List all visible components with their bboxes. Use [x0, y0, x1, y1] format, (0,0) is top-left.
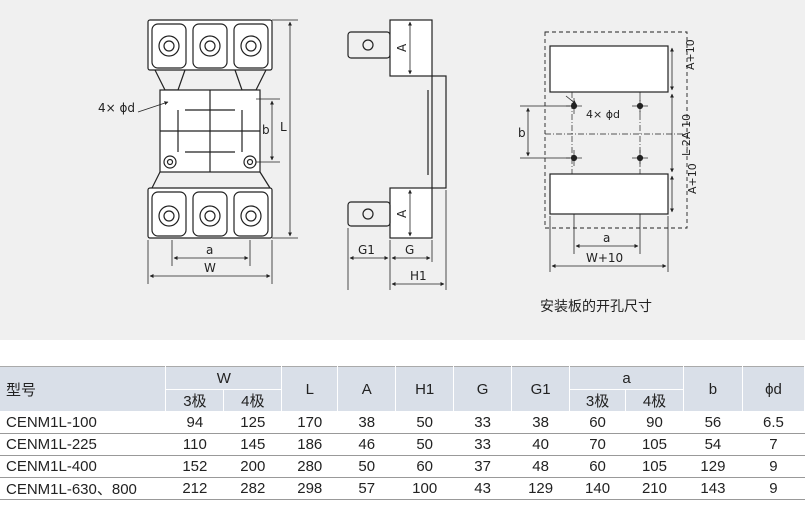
cell-W3: 94 — [165, 411, 224, 434]
table-row: CENM1L-630、800 212 282 298 57 100 43 129… — [0, 477, 805, 500]
cell-W4: 125 — [223, 411, 282, 434]
cell-d: 7 — [742, 433, 805, 456]
cell-G: 33 — [453, 433, 512, 456]
cutout-dim-W10-label: W+10 — [586, 251, 623, 265]
cell-a4: 90 — [625, 411, 684, 434]
cell-A: 57 — [337, 477, 396, 500]
cell-d: 9 — [742, 477, 805, 500]
cell-H1: 60 — [395, 455, 454, 478]
cell-model: CENM1L-400 — [0, 455, 166, 478]
cell-model: CENM1L-630、800 — [0, 477, 166, 500]
cutout-view — [520, 31, 688, 272]
header-W: W — [165, 366, 283, 390]
cell-H1: 100 — [395, 477, 454, 500]
cell-L: 298 — [281, 477, 338, 500]
cell-H1: 50 — [395, 411, 454, 434]
dim-G-label: G — [405, 243, 414, 257]
header-a-4pole: 4极 — [625, 389, 684, 412]
cell-a3: 140 — [569, 477, 626, 500]
dim-H1-label: H1 — [410, 269, 427, 283]
hole-callout-label: 4× ϕd — [98, 101, 135, 115]
cell-A: 46 — [337, 433, 396, 456]
cell-b: 56 — [683, 411, 743, 434]
cell-A: 38 — [337, 411, 396, 434]
cell-L: 280 — [281, 455, 338, 478]
header-H1: H1 — [395, 366, 455, 412]
cell-W3: 152 — [165, 455, 224, 478]
cell-W4: 282 — [223, 477, 282, 500]
cell-G1: 38 — [511, 411, 570, 434]
spec-table: 型号 W L A H1 G G1 a b ϕd 3极 4极 3极 4极 CENM… — [0, 366, 805, 500]
cell-A: 50 — [337, 455, 396, 478]
cutout-dim-A10-bottom-label: A+10 — [686, 163, 699, 194]
cell-a3: 60 — [569, 455, 626, 478]
header-model: 型号 — [0, 366, 167, 412]
cutout-dim-a-label: a — [603, 231, 610, 245]
dim-G1-label: G1 — [358, 243, 375, 257]
cell-a3: 60 — [569, 411, 626, 434]
cell-model: CENM1L-225 — [0, 433, 166, 456]
dim-W-label: W — [204, 261, 216, 275]
cell-W3: 110 — [165, 433, 224, 456]
cell-W4: 200 — [223, 455, 282, 478]
cell-G1: 48 — [511, 455, 570, 478]
cell-G1: 40 — [511, 433, 570, 456]
cell-b: 54 — [683, 433, 743, 456]
drawing-area: 4× ϕd b L a W A A G1 G H1 — [0, 0, 805, 340]
header-a: a — [569, 366, 684, 390]
header-W-3pole: 3极 — [165, 389, 225, 412]
cell-b: 143 — [683, 477, 743, 500]
side-view — [347, 19, 447, 290]
cell-W3: 212 — [165, 477, 224, 500]
front-view — [137, 19, 298, 284]
cell-L: 186 — [281, 433, 338, 456]
table-row: CENM1L-225 110 145 186 46 50 33 40 70 10… — [0, 433, 805, 456]
header-L: L — [281, 366, 339, 412]
dim-a-label: a — [206, 243, 213, 257]
cell-a4: 105 — [625, 433, 684, 456]
cell-b: 129 — [683, 455, 743, 478]
cell-G1: 129 — [511, 477, 570, 500]
cell-G: 43 — [453, 477, 512, 500]
cell-a3: 70 — [569, 433, 626, 456]
cutout-dim-b-label: b — [518, 126, 526, 140]
dim-L-label: L — [280, 120, 287, 134]
cutout-hole-callout-label: 4× ϕd — [586, 108, 620, 121]
table-row: CENM1L-400 152 200 280 50 60 37 48 60 10… — [0, 455, 805, 478]
header-a-3pole: 3极 — [569, 389, 627, 412]
header-W-4pole: 4极 — [223, 389, 283, 412]
cell-G: 37 — [453, 455, 512, 478]
table-row: CENM1L-100 94 125 170 38 50 33 38 60 90 … — [0, 411, 805, 434]
cell-H1: 50 — [395, 433, 454, 456]
technical-drawing: 4× ϕd b L a W A A G1 G H1 — [98, 19, 699, 290]
dim-b-label: b — [262, 123, 270, 137]
header-d: ϕd — [742, 366, 805, 412]
header-A: A — [337, 366, 397, 412]
cell-d: 9 — [742, 455, 805, 478]
header-G1: G1 — [511, 366, 571, 412]
cell-d: 6.5 — [742, 411, 805, 434]
cutout-dim-A10-top-label: A+10 — [684, 39, 697, 70]
dim-A-bottom-label: A — [395, 209, 409, 218]
cell-W4: 145 — [223, 433, 282, 456]
cell-a4: 105 — [625, 455, 684, 478]
cell-model: CENM1L-100 — [0, 411, 166, 434]
header-G: G — [453, 366, 513, 412]
cutout-caption: 安装板的开孔尺寸 — [540, 299, 652, 315]
header-b: b — [683, 366, 743, 412]
dim-A-top-label: A — [395, 43, 409, 52]
cutout-dim-middle-label: L-2A-10 — [680, 114, 693, 156]
cell-L: 170 — [281, 411, 338, 434]
cell-a4: 210 — [625, 477, 684, 500]
cell-G: 33 — [453, 411, 512, 434]
